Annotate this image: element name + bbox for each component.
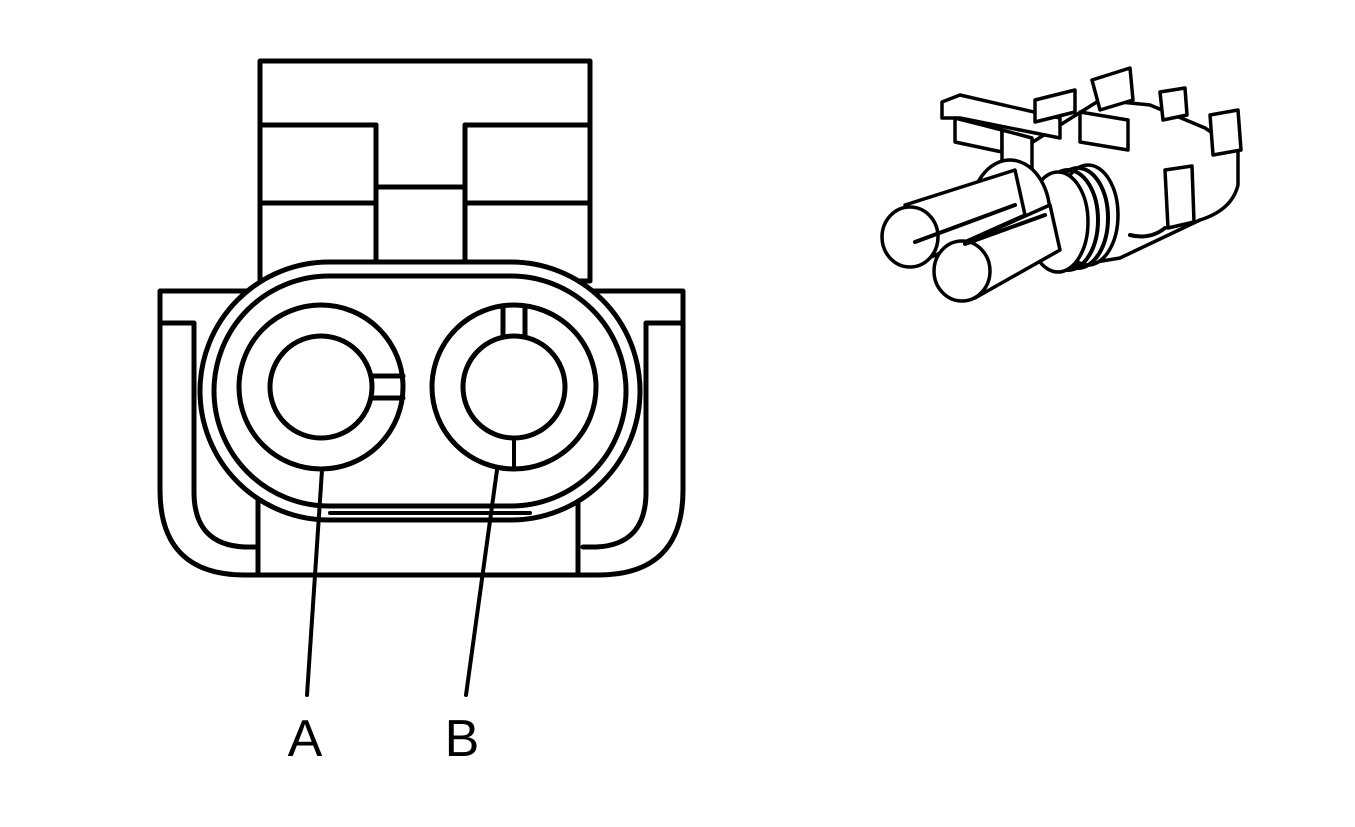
pin-label-b: B [445,710,480,768]
mating-face-inner [211,273,629,509]
housing-inner-channel [157,320,261,550]
connector-isometric-view [880,66,1243,303]
leader-line-a [305,468,324,697]
leader-line-b [464,468,499,697]
iso-lock-bar [940,93,1062,140]
cavity-b [429,302,599,472]
iso-terminal-lower [932,203,1062,303]
mating-face-outer [197,259,643,523]
pin-label-a: A [288,710,323,768]
locking-tab [257,58,593,284]
iso-side-latch [1163,164,1196,230]
connector-front-view: A B [157,58,686,768]
